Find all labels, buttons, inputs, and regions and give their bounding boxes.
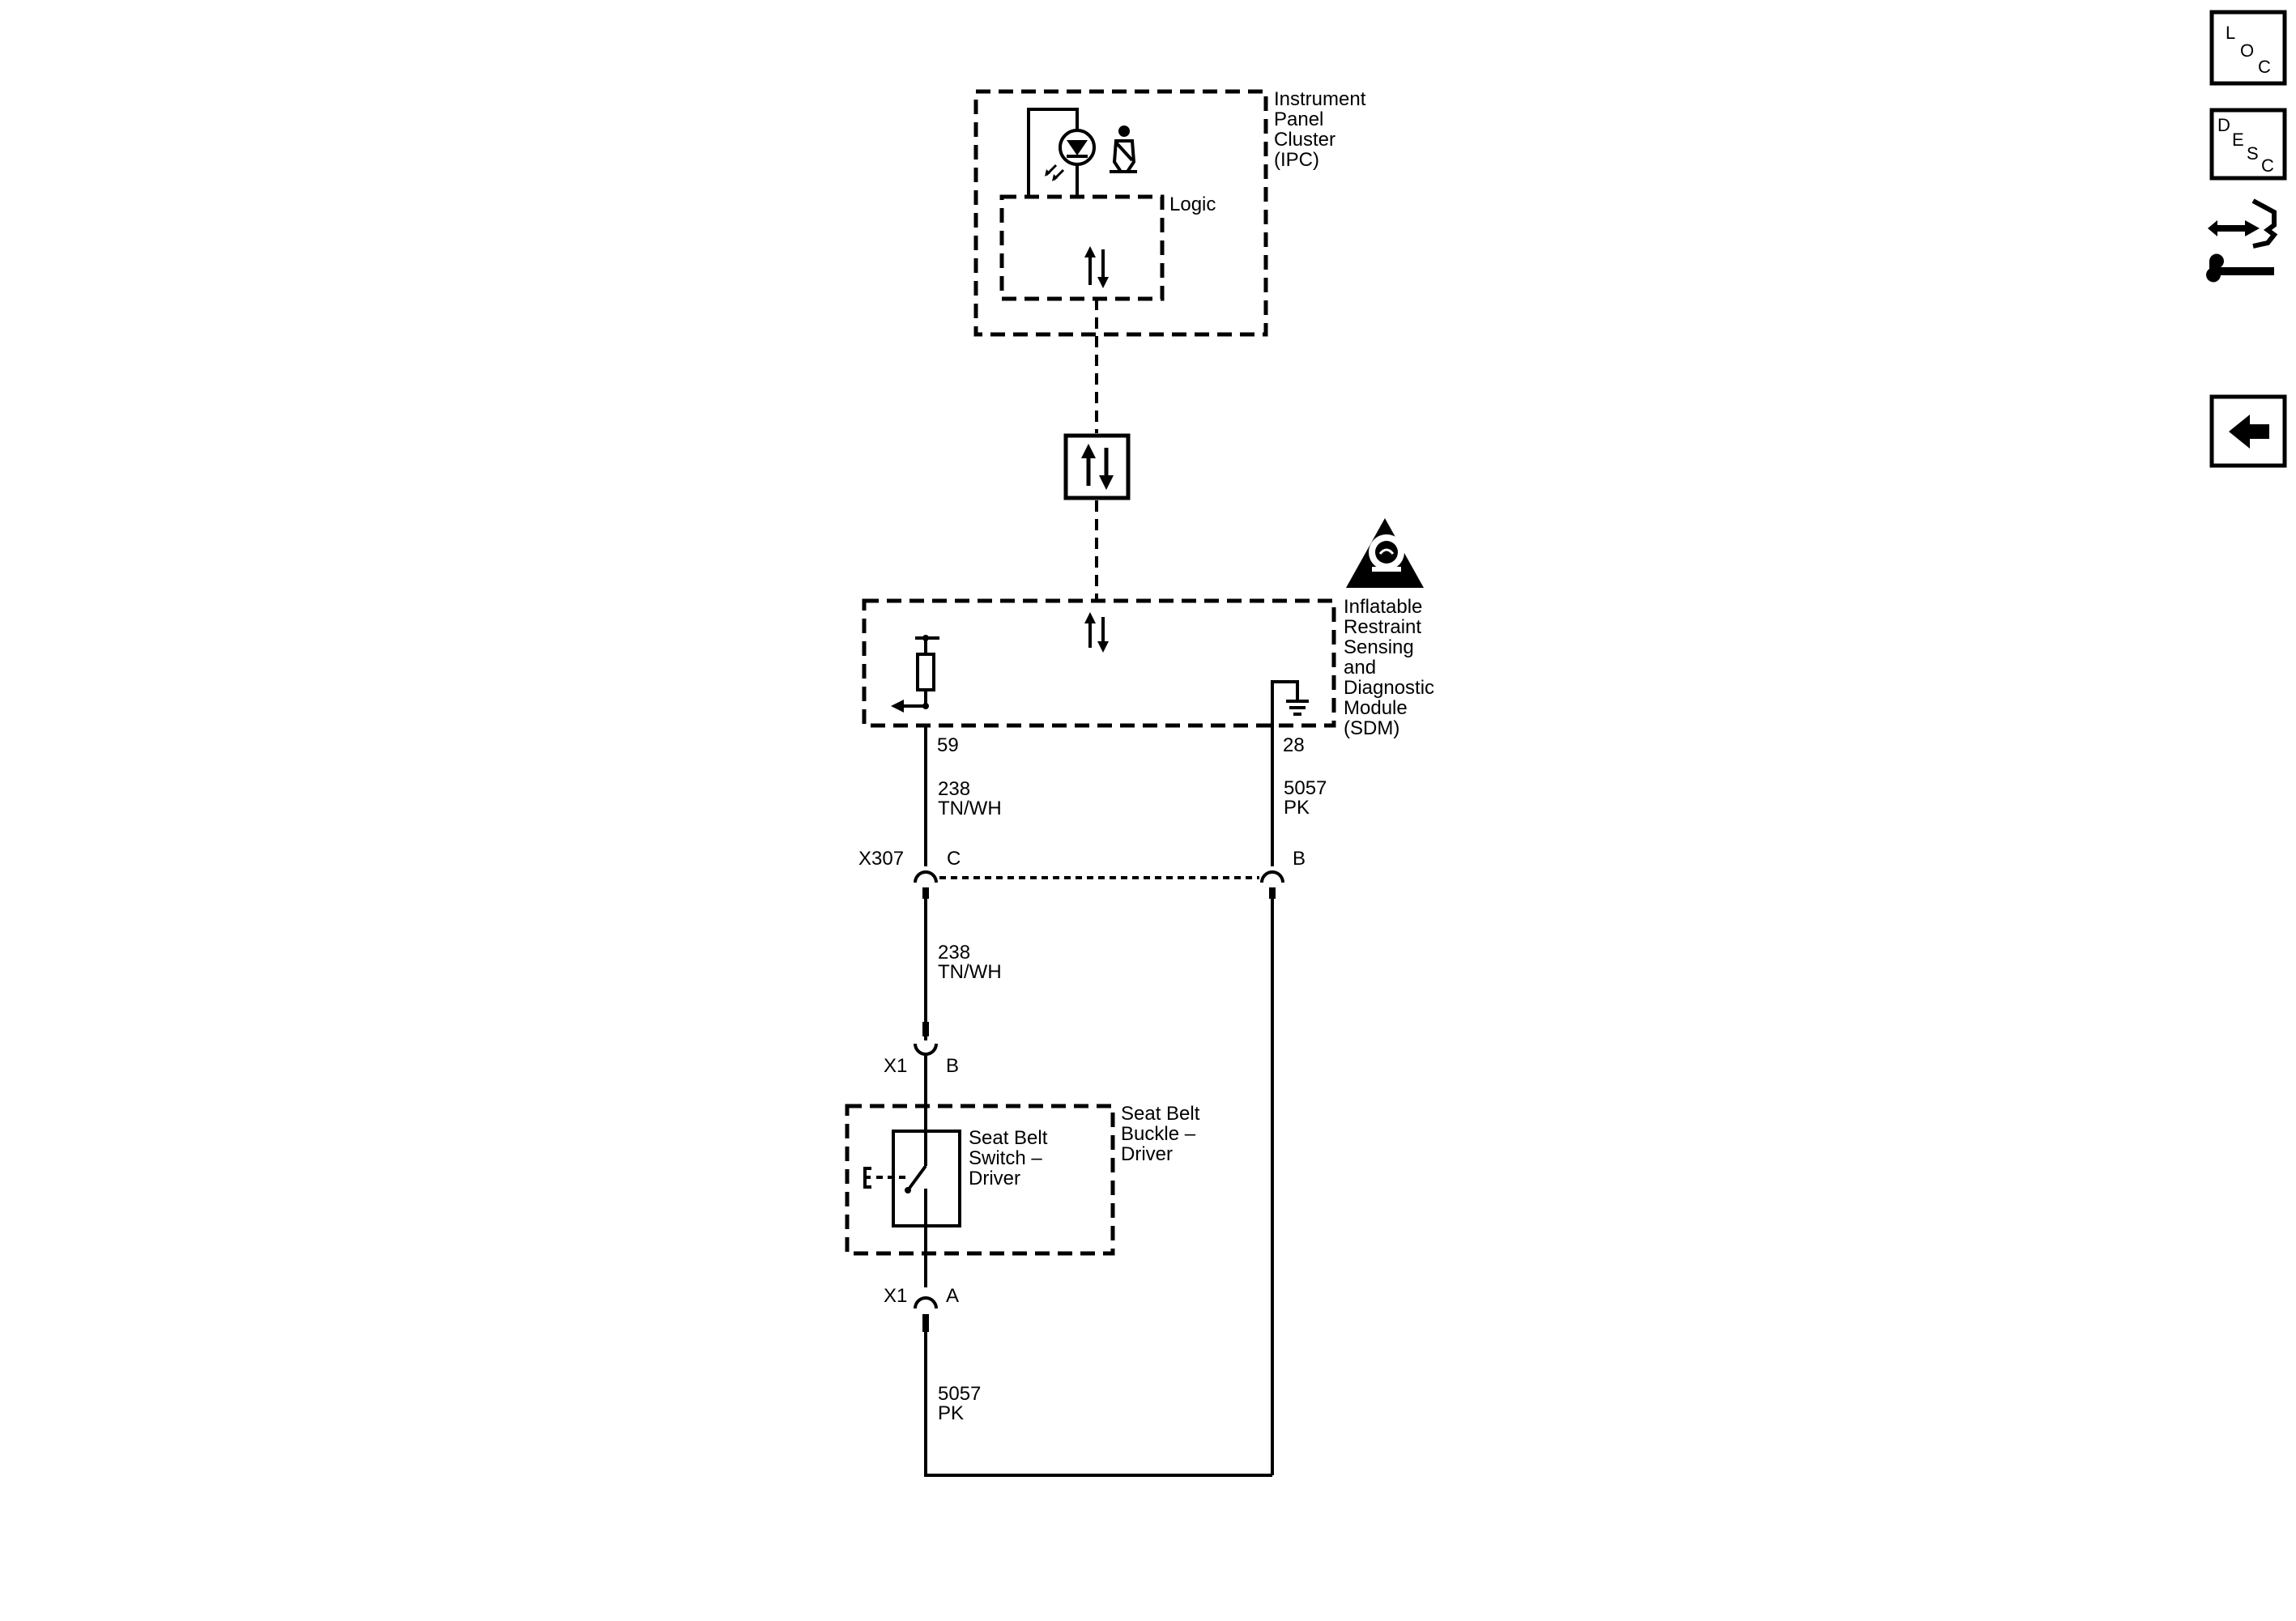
x307-cavity-c: C (947, 848, 961, 870)
seatbelt-indicator-led-icon (1027, 108, 1096, 197)
x1-b-male (922, 1022, 929, 1036)
desc-letter-2: E (2232, 130, 2244, 150)
ipc-logic-block (999, 194, 1165, 301)
x1-a-male (922, 1314, 929, 1332)
loc-button-frame (2209, 10, 2287, 86)
x1-a-female (914, 1296, 938, 1309)
x307-cavity-c-male (922, 887, 929, 899)
back-arrow-shape (2229, 415, 2269, 449)
mechanical-actuator-icon (863, 1167, 907, 1189)
sdm-ground-icon (1271, 680, 1309, 725)
x1-a-cavity: A (946, 1285, 959, 1307)
sdm-label-line-2: Restraint (1344, 616, 1421, 638)
ipc-label-line-3: Cluster (1274, 129, 1335, 151)
ipc-boundary (973, 89, 1268, 337)
x307-cavity-b-female (1260, 870, 1284, 883)
wire-5057-right-color: PK (1284, 797, 1310, 819)
wire-5057-bottom-color: PK (938, 1402, 964, 1424)
wire-238-lower-color: TN/WH (938, 961, 1002, 983)
seatbelt-reminder-icon (1110, 126, 1137, 173)
switch-contact-icon (905, 1131, 927, 1226)
buckle-label-line-1: Seat Belt (1121, 1103, 1200, 1125)
desc-button[interactable]: D E S C (2209, 108, 2287, 181)
loc-letter-2: O (2240, 40, 2254, 61)
x1-b-name: X1 (884, 1055, 907, 1077)
desc-letter-4: C (2261, 155, 2274, 176)
sdm-resistor-input-icon (891, 635, 939, 713)
wire-238-lower-circuit: 238 (938, 942, 970, 964)
buckle-label-line-3: Driver (1121, 1143, 1173, 1165)
sdm-label-line-5: Diagnostic (1344, 677, 1434, 699)
sdm-boundary (862, 598, 1336, 728)
ipc-data-arrows-icon (1084, 246, 1109, 288)
buckle-label-line-2: Buckle – (1121, 1123, 1196, 1145)
switch-label-line-2: Switch – (969, 1147, 1042, 1169)
switch-label-line-3: Driver (969, 1168, 1020, 1189)
wire-238-upper-color: TN/WH (938, 798, 1002, 819)
x307-cavity-b-male (1269, 887, 1276, 899)
serial-data-arrows-icon (1081, 444, 1114, 490)
sdm-pin-28: 28 (1283, 734, 1305, 756)
sdm-label-line-1: Inflatable (1344, 596, 1422, 618)
wire-238-upper-circuit: 238 (938, 778, 970, 800)
ipc-label-line-1: Instrument (1274, 88, 1366, 110)
x1-a-name: X1 (884, 1285, 907, 1307)
back-arrow-icon[interactable] (2209, 394, 2287, 468)
sdm-label-line-6: Module (1344, 697, 1408, 719)
x1-b-cavity: B (946, 1055, 959, 1077)
connector-x1-b[interactable]: X1 B (884, 1022, 959, 1077)
airbag-warning-icon (1346, 518, 1424, 588)
wire-5057-bottom-segment (924, 1332, 1272, 1477)
sdm-pin-59: 59 (937, 734, 959, 756)
seat-belt-buckle-driver[interactable]: Seat Belt Switch – Driver Seat Belt Buck… (845, 1103, 1200, 1256)
desc-button-frame (2209, 108, 2287, 181)
wire-5057-bottom-circuit: 5057 (938, 1383, 981, 1405)
desc-letter-3: S (2247, 143, 2259, 164)
switch-label-line-1: Seat Belt (969, 1127, 1048, 1149)
loc-button[interactable]: L O C (2209, 10, 2287, 86)
sdm-data-arrows-icon (1084, 612, 1109, 653)
x307-cavity-c-female (914, 870, 938, 883)
serial-data-symbol (1063, 433, 1131, 500)
sdm-label-line-3: Sensing (1344, 636, 1414, 658)
wire-238-lower[interactable]: 238 TN/WH (924, 899, 1002, 1040)
ipc-module[interactable]: Logic Instrument Panel Cluster (IPC) (973, 88, 1366, 337)
buckle-boundary (845, 1104, 1115, 1256)
x307-name: X307 (858, 848, 904, 870)
wire-5057-right[interactable]: 5057 PK (1271, 725, 1327, 1475)
sdm-label-line-4: and (1344, 657, 1376, 679)
desc-letter-1: D (2217, 115, 2230, 135)
connector-x307[interactable]: X307 C B (858, 848, 1306, 899)
loc-letter-3: C (2258, 57, 2271, 77)
ipc-label-line-2: Panel (1274, 108, 1323, 130)
ipc-logic-label: Logic (1169, 194, 1216, 215)
wire-5057-bottom[interactable]: 5057 PK (924, 1332, 1272, 1477)
x307-cavity-b: B (1293, 848, 1306, 870)
sdm-label-line-7: (SDM) (1344, 717, 1399, 739)
wire-5057-right-circuit: 5057 (1284, 777, 1327, 799)
x1-b-female (914, 1043, 938, 1056)
connector-tool-icon[interactable] (2206, 198, 2278, 283)
wire-238-upper[interactable]: 238 TN/WH (924, 725, 1002, 866)
loc-letter-1: L (2226, 23, 2235, 43)
serial-data-link[interactable] (1063, 299, 1131, 599)
sdm-module[interactable]: Inflatable Restraint Sensing and Diagnos… (862, 518, 1434, 739)
connector-x1-a[interactable]: X1 A (884, 1285, 959, 1332)
ipc-label-line-4: (IPC) (1274, 149, 1319, 171)
